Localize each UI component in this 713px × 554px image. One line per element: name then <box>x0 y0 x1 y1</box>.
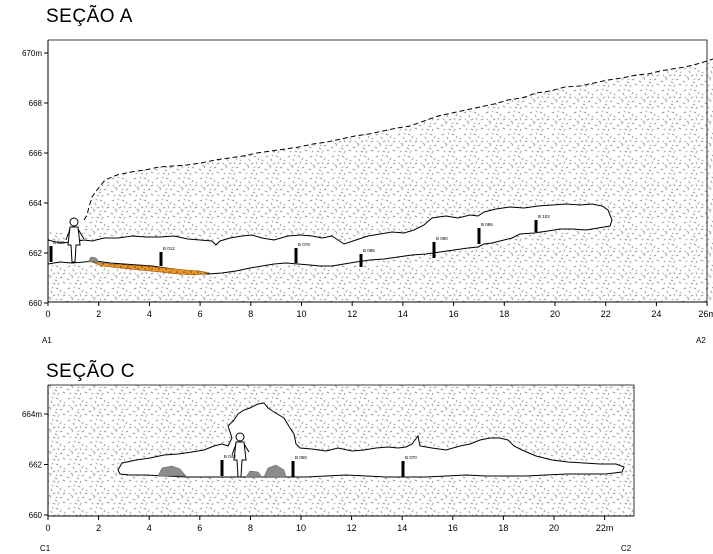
section_a-station-marker <box>477 228 481 244</box>
section_a-x-tick-label: 6 <box>198 309 203 319</box>
section-c-start-label: C1 <box>40 544 51 553</box>
section_c-x-tick-label: 20 <box>549 523 559 533</box>
section-c-boulder-2 <box>245 470 263 478</box>
section_a-station-label: B 006 <box>53 240 65 245</box>
section_c-x-tick-label: 12 <box>347 523 357 533</box>
section_a-x-tick-label: 20 <box>550 309 560 319</box>
section_c-x-tick-label: 22m <box>596 523 614 533</box>
section-a-start-label: A1 <box>42 336 52 345</box>
section_c-x-tick-label: 6 <box>197 523 202 533</box>
section_c-station-label: B 070 <box>405 455 417 460</box>
section-c-stations: B 048 B 058 B 070 <box>220 454 417 477</box>
section-c-title: SEÇÃO C <box>46 361 136 382</box>
section-a-person-figure <box>65 217 85 263</box>
section_a-x-tick-label: 18 <box>499 309 509 319</box>
section_a-station-marker <box>49 246 53 262</box>
section_a-station-label: B 102 <box>538 214 550 219</box>
section_c-x-tick-label: 0 <box>45 523 50 533</box>
section_a-y-tick-label: 660 <box>29 299 43 308</box>
section_a-y-tick-label: 662 <box>29 249 43 258</box>
section_a-x-tick-label: 22 <box>601 309 611 319</box>
section_a-y-tick-label: 668 <box>29 99 43 108</box>
section_c-station-marker <box>220 460 224 476</box>
section_a-station-label: B 096 <box>481 222 493 227</box>
section-c-person-figure <box>231 432 250 478</box>
section_c-x-tick-label: 16 <box>448 523 458 533</box>
section_a-station-marker <box>534 220 538 232</box>
section-c-boulder-3 <box>263 464 287 478</box>
section_c-x-tick-label: 2 <box>96 523 101 533</box>
section-a-title: SEÇÃO A <box>46 6 133 27</box>
section_a-station-label: B 085 <box>363 248 375 253</box>
section-a-boulder <box>87 256 100 263</box>
section-a-stations: B 006 B 012 B 078 B 085 B 090 B 096 B 102 <box>49 214 550 267</box>
section-a-cave-passage <box>47 203 613 275</box>
section_a-x-tick-label: 2 <box>96 309 101 319</box>
section_a-x-tick-label: 8 <box>248 309 253 319</box>
section_a-x-tick-label: 4 <box>147 309 152 319</box>
section-c-profile <box>48 385 634 516</box>
section_a-frame <box>48 39 708 302</box>
section_a-y-tick-label: 670m <box>22 49 42 58</box>
section-a-profile <box>47 58 713 302</box>
section-a-end-label: A2 <box>696 336 706 345</box>
section-c-boulder-1 <box>157 465 187 477</box>
section_a-station-label: B 012 <box>163 246 175 251</box>
section_c-frame <box>48 384 635 516</box>
section_a-station-label: B 078 <box>298 242 310 247</box>
section_a-station-label: B 090 <box>436 236 448 241</box>
section_c-y-tick-label: 660 <box>29 511 43 520</box>
section_c-y-tick-label: 662 <box>29 461 43 470</box>
section_c-y-tick-label: 664m <box>22 410 42 419</box>
section_c-x-tick-label: 4 <box>147 523 152 533</box>
section_a-x-tick-label: 10 <box>296 309 306 319</box>
section_c-x-tick-label: 14 <box>397 523 407 533</box>
section_a-x-tick-label: 26m <box>698 309 713 319</box>
section_a-x-tick-label: 0 <box>45 309 50 319</box>
section-c-end-label: C2 <box>621 544 632 553</box>
section_a-y-tick-label: 664 <box>29 199 43 208</box>
section_c-station-label: B 058 <box>295 455 307 460</box>
section_c-station-label: B 048 <box>224 454 236 459</box>
section_a-x-tick-label: 16 <box>449 309 459 319</box>
section-a-sediment-deposit <box>91 261 211 276</box>
section_c-x-tick-label: 8 <box>248 523 253 533</box>
section_a-station-marker <box>432 242 436 258</box>
section_c-x-tick-label: 18 <box>498 523 508 533</box>
section_a-station-marker <box>359 254 363 267</box>
section_a-station-marker <box>294 248 298 263</box>
section-a-surface-line <box>83 58 713 221</box>
section_a-station-marker <box>159 252 163 266</box>
section_c-x-tick-label: 10 <box>296 523 306 533</box>
section_a-y-tick-label: 666 <box>29 149 43 158</box>
section_a-x-tick-label: 14 <box>398 309 408 319</box>
section-a-rock-mass <box>48 59 713 302</box>
section_a-x-tick-label: 12 <box>347 309 357 319</box>
section_c-station-marker <box>291 461 295 477</box>
section_c-station-marker <box>401 461 405 477</box>
section_a-x-tick-label: 24 <box>651 309 661 319</box>
